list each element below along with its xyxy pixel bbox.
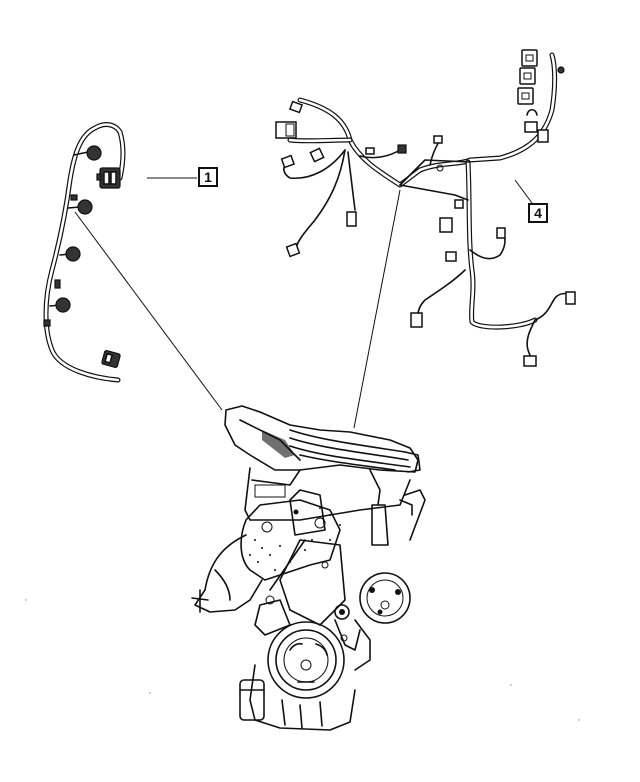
- harness-1-end-connector: [101, 350, 121, 368]
- harness-1-main-connector: [96, 167, 121, 189]
- injector-connector: [49, 297, 71, 313]
- harness-4-to-engine-leader: [353, 189, 401, 429]
- callout-1[interactable]: 1: [198, 167, 218, 187]
- injector-connector: [67, 199, 93, 215]
- injector-connector: [73, 145, 102, 161]
- injector-connector: [59, 246, 81, 262]
- callout-4[interactable]: 4: [528, 203, 548, 223]
- coil-connector: [517, 87, 534, 105]
- harness-4[interactable]: [275, 49, 576, 367]
- coil-connector: [521, 49, 538, 67]
- harness-1[interactable]: [43, 122, 126, 383]
- callout-4-leader: [514, 179, 533, 204]
- left-connector: [275, 121, 297, 139]
- coil-connector: [519, 67, 536, 85]
- harness-1-to-engine-leader: [74, 211, 223, 411]
- engine-assembly: [191, 405, 426, 731]
